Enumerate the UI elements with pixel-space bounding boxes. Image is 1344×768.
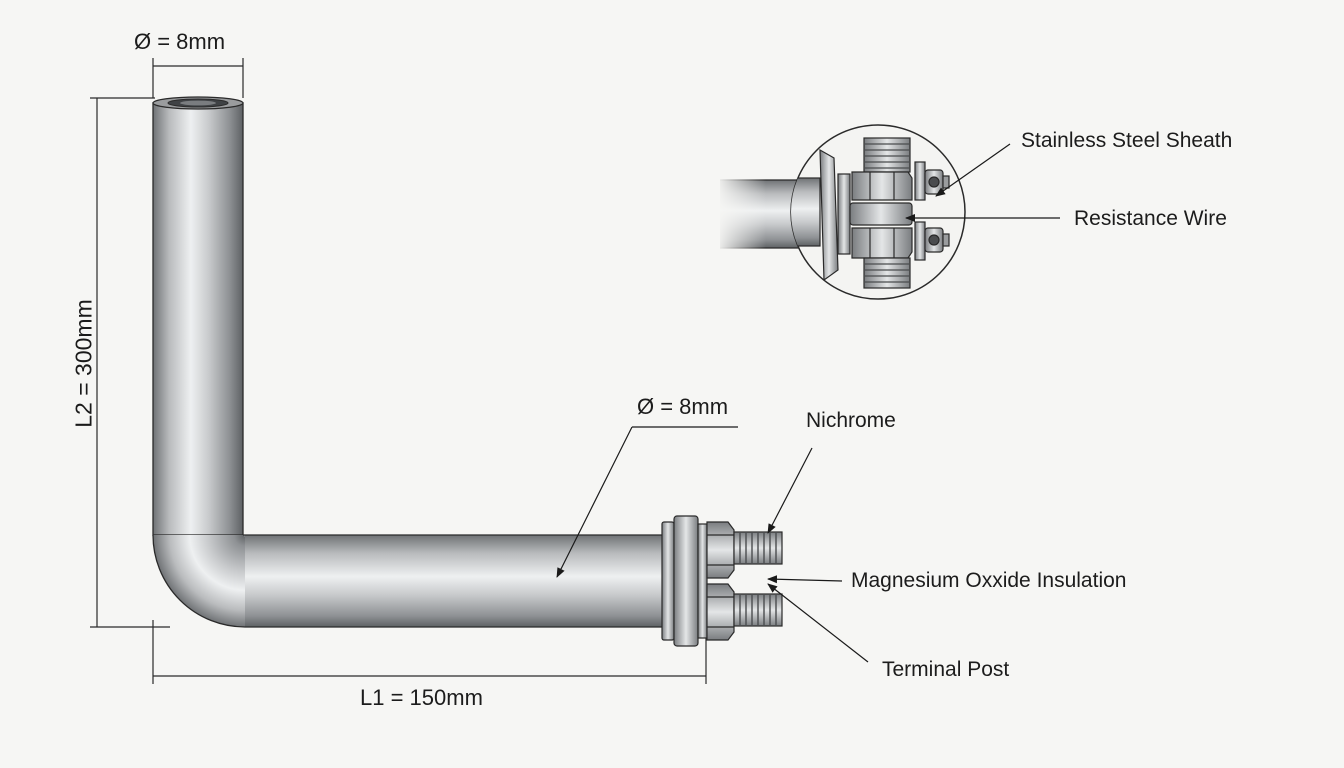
leader-lines (556, 143, 1060, 663)
detail-inset (716, 124, 966, 300)
dimension-lines (90, 58, 707, 684)
terminal-assembly (661, 515, 783, 647)
side-diameter-label: Ø = 8mm (637, 394, 729, 419)
top-diameter-label: Ø = 8mm (134, 29, 226, 54)
sheath-label: Stainless Steel Sheath (1021, 129, 1233, 152)
vertical-length-label: L2 = 300mm (70, 299, 97, 428)
insulation-label: Magnesium Oxxide Insulation (851, 569, 1127, 592)
resistance-wire-label: Resistance Wire (1074, 207, 1227, 230)
heater-tube (152, 96, 665, 628)
horizontal-length-label: L1 = 150mm (360, 685, 483, 710)
terminal-post-label: Terminal Post (882, 658, 1010, 681)
nichrome-label: Nichrome (806, 409, 896, 432)
